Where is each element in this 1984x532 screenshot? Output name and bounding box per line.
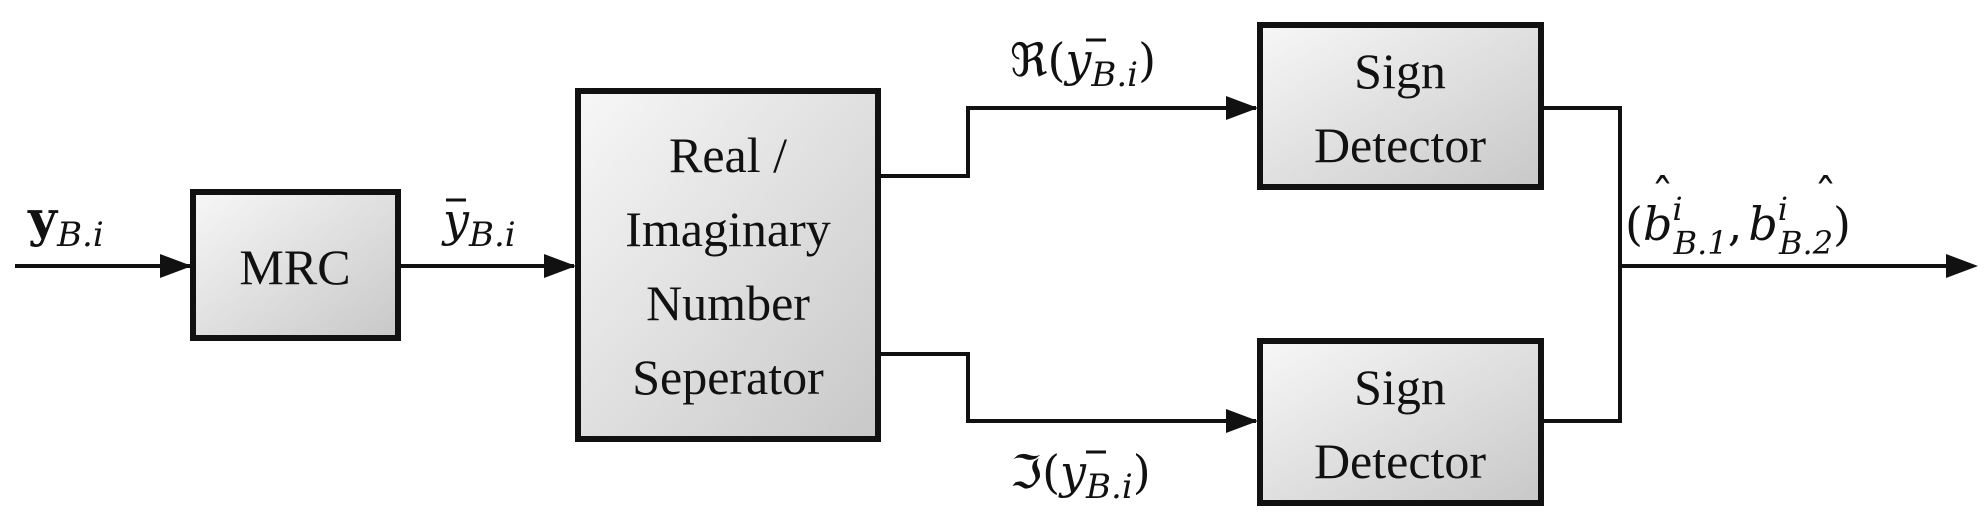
output-comma: , <box>1728 197 1743 251</box>
real-part-symbol: y <box>1063 33 1092 87</box>
separator-line-2: Imaginary <box>625 201 830 257</box>
real-part-label: ℜ(yB.i) <box>1010 33 1156 95</box>
output-arrowhead <box>1946 254 1978 278</box>
output-b1: b <box>1643 197 1672 251</box>
output-b1-hat: ˆ <box>1651 169 1674 223</box>
output-b2-sup: i <box>1778 190 1788 228</box>
mrc-output-symbol: y <box>441 193 470 247</box>
real-branch-wire <box>878 106 1256 178</box>
output-close: ) <box>1833 197 1851 251</box>
mrc-label: MRC <box>239 239 350 295</box>
mrc-block: MRC <box>190 189 401 341</box>
input-signal-subscript: B.i <box>56 215 104 255</box>
separator-block: Real / Imaginary Number Seperator <box>575 88 881 442</box>
imag-part-close: ) <box>1133 445 1151 499</box>
svg-text:(biB.1,biB.2): (biB.1,biB.2) <box>1625 190 1851 262</box>
output-b2: b <box>1748 197 1777 251</box>
output-b2-hat: ˆ <box>1814 169 1837 223</box>
mrc-to-separator-arrowhead <box>544 254 576 278</box>
imag-part-label: ℑ(yB.i) <box>1010 445 1151 507</box>
imag-part-symbol: y <box>1058 445 1087 499</box>
separator-line-1: Real / <box>669 127 787 183</box>
sign-detector-top-line-2: Detector <box>1314 117 1486 173</box>
sign-detector-bottom: Sign Detector <box>1257 338 1544 506</box>
separator-line-4: Seperator <box>632 349 824 405</box>
input-arrowhead <box>160 254 192 278</box>
sign-detector-bottom-line-2: Detector <box>1314 433 1486 489</box>
mrc-output-label: yB.i <box>441 193 516 255</box>
output-b2-sub: B.2 <box>1778 224 1833 262</box>
sign-detector-top: Sign Detector <box>1257 22 1544 190</box>
svg-text:yB.i: yB.i <box>441 193 516 255</box>
imag-branch-arrowhead <box>1226 409 1258 433</box>
real-part-operator: ℜ( <box>1010 33 1065 87</box>
output-b1-sup: i <box>1672 190 1682 228</box>
connection-wires <box>15 96 1978 433</box>
sign-detector-top-line-1: Sign <box>1354 43 1446 99</box>
mrc-output-subscript: B.i <box>468 215 516 255</box>
input-signal-label: yB.i <box>27 189 104 255</box>
real-part-subscript: B.i <box>1090 55 1138 95</box>
imag-part-operator: ℑ( <box>1010 445 1060 499</box>
sign-detector-bottom-line-1: Sign <box>1354 359 1446 415</box>
svg-text:ℜ(yB.i): ℜ(yB.i) <box>1010 33 1156 95</box>
svg-text:ℑ(yB.i): ℑ(yB.i) <box>1010 445 1151 507</box>
output-open: ( <box>1625 197 1643 251</box>
imag-branch-wire <box>878 352 1256 423</box>
output-b1-sub: B.1 <box>1673 224 1728 262</box>
combiner-wire <box>1541 106 1622 423</box>
separator-line-3: Number <box>646 275 810 331</box>
real-branch-arrowhead <box>1226 96 1258 120</box>
real-part-close: ) <box>1138 33 1156 87</box>
imag-part-subscript: B.i <box>1085 467 1133 507</box>
input-signal-symbol: y <box>27 189 59 248</box>
